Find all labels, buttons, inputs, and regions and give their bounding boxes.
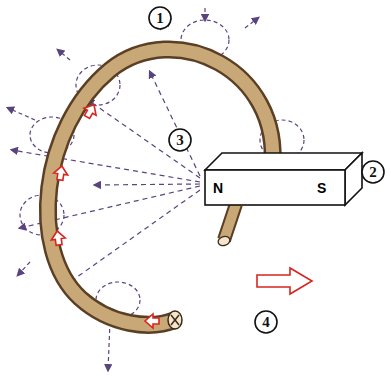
wire-lower-end (217, 204, 236, 247)
callout-number: 1 (149, 7, 171, 29)
current-arrows (50, 101, 159, 328)
pole-label: N (213, 181, 223, 195)
bar-magnet (205, 153, 362, 205)
pole-label: S (317, 181, 326, 195)
callout-number: 2 (362, 161, 384, 183)
magnet-box: NS (205, 170, 345, 205)
current-into-page-symbol (168, 311, 182, 329)
motion-arrow (257, 268, 312, 294)
callout-number: 3 (169, 129, 191, 151)
callout-number: 4 (255, 311, 277, 333)
callout-circles (149, 7, 384, 333)
